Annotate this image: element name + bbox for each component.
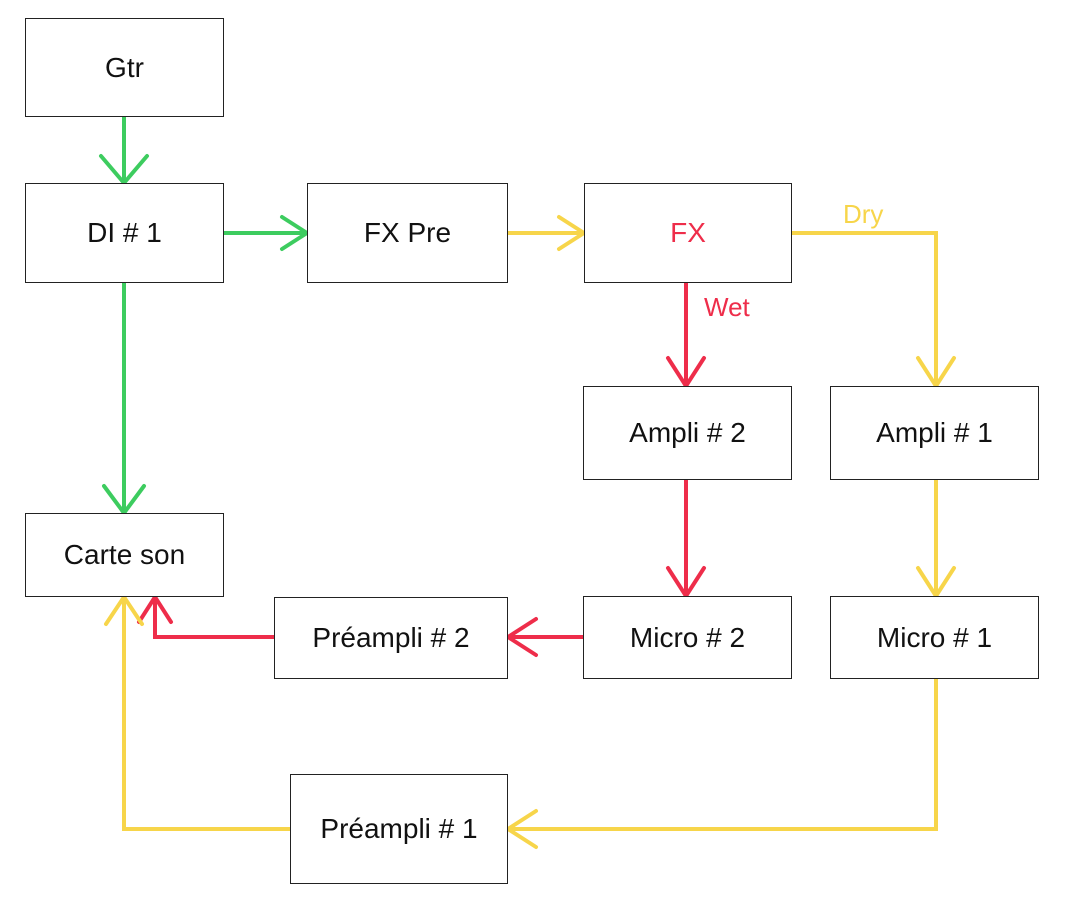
edge-fx-to-ampli1 [792, 231, 956, 388]
edge-preampli2-to-carte-son [137, 595, 274, 639]
edge-gtr-to-di1 [99, 117, 149, 185]
node-label: DI # 1 [87, 217, 162, 248]
node-label: Micro # 1 [876, 621, 993, 653]
edge-di1-to-carte-son [102, 283, 146, 515]
arrowhead [137, 595, 173, 624]
node-preampli2: Préampli # 2 [274, 597, 508, 679]
node-fx-pre: FX Pre [307, 183, 508, 283]
node-label: FX Pre [363, 217, 452, 248]
edge-ampli1-to-micro1 [916, 480, 956, 598]
arrowhead [506, 617, 538, 657]
node-label: Carte son [63, 539, 186, 570]
node-ampli1: Ampli # 1 [830, 386, 1039, 480]
edge-fx-pre-to-fx [508, 215, 586, 251]
edge-di1-to-fx-pre [223, 215, 309, 251]
node-label: Gtr [105, 51, 144, 83]
node-ampli2: Ampli # 2 [583, 386, 792, 480]
node-micro2: Micro # 2 [583, 596, 792, 679]
node-preampli1: Préampli # 1 [290, 774, 508, 884]
arrowhead [506, 809, 538, 849]
edge-label-wet: Wet [704, 292, 750, 322]
node-label: Préampli # 2 [312, 622, 470, 653]
node-fx: FX [584, 183, 792, 283]
arrowhead [104, 595, 144, 626]
node-gtr: Gtr [25, 18, 224, 117]
edge-preampli1-to-carte-son [104, 595, 290, 831]
edge-micro2-to-preampli2 [506, 617, 583, 657]
edge-fx-to-ampli2 [666, 283, 706, 388]
edge-micro1-to-preampli1 [506, 679, 938, 849]
node-di1: DI # 1 [25, 183, 224, 283]
node-label: Ampli # 2 [629, 417, 746, 448]
edge-ampli2-to-micro2 [666, 480, 706, 598]
node-carte-son: Carte son [25, 513, 224, 597]
node-micro1: Micro # 1 [830, 596, 1039, 679]
node-label: Micro # 2 [629, 621, 746, 653]
node-label: Préampli # 1 [320, 813, 478, 844]
edge-label-dry: Dry [843, 199, 884, 229]
node-label: Ampli # 1 [876, 417, 993, 448]
node-label: FX [670, 217, 706, 248]
